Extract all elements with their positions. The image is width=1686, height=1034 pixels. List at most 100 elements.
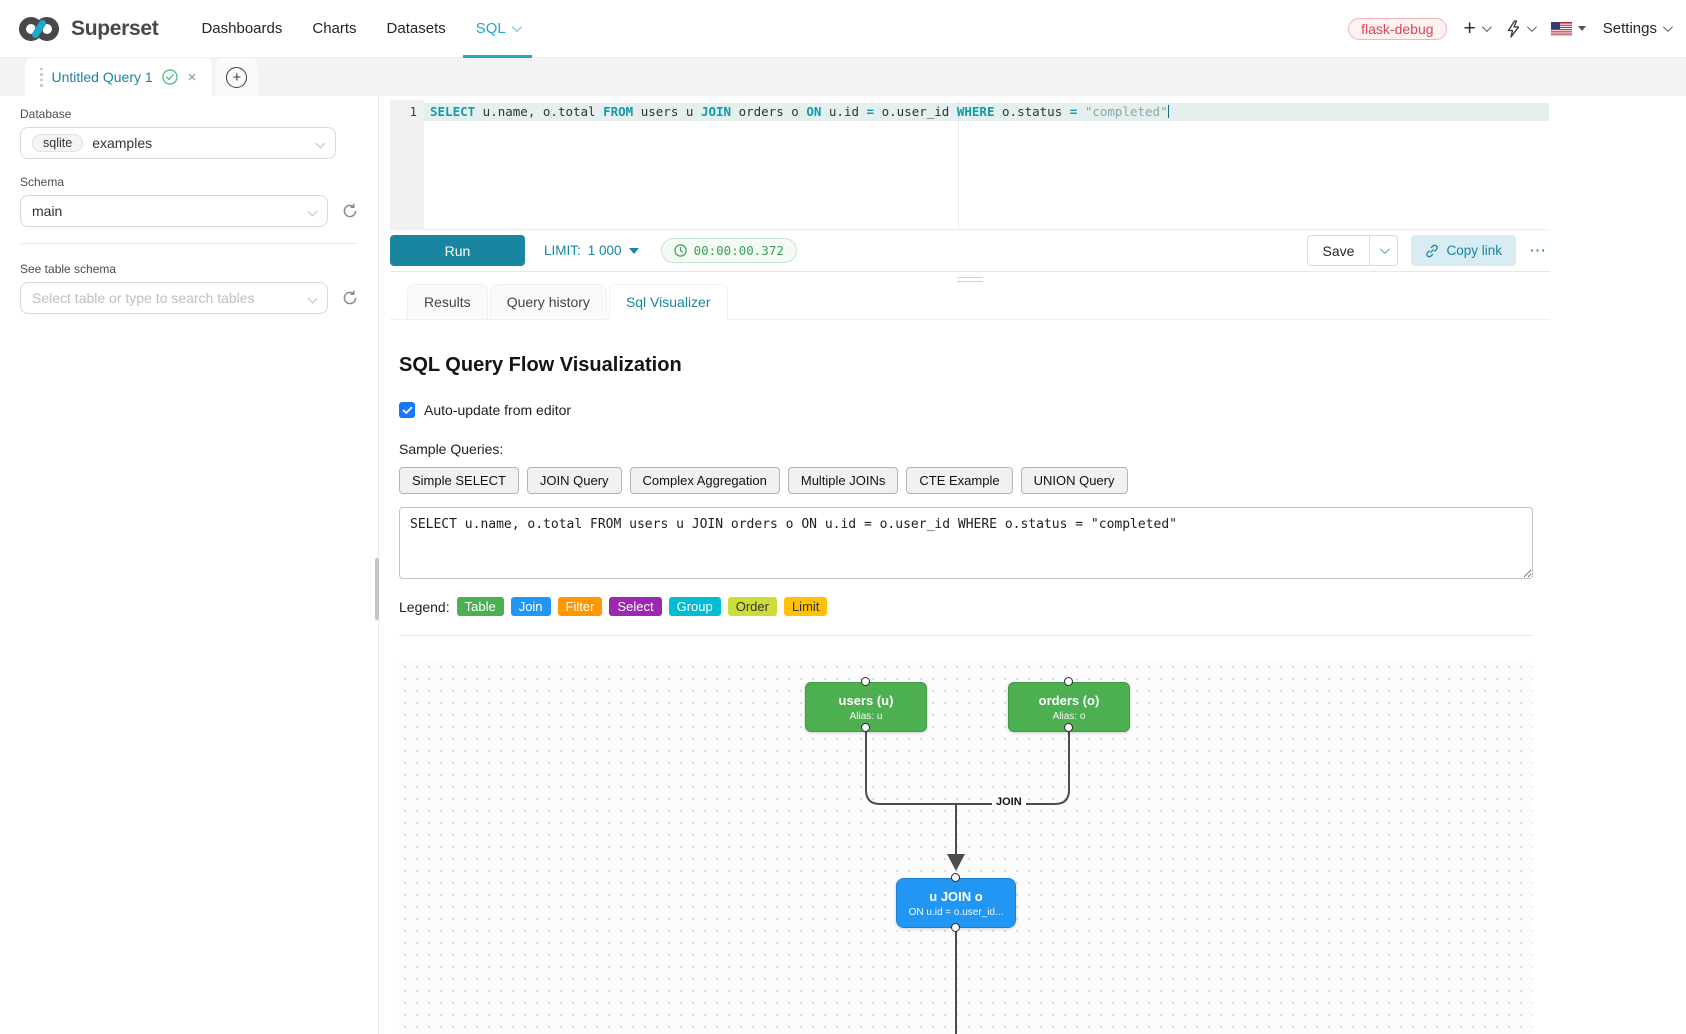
sql-editor[interactable]: 1 SELECT u.name, o.total FROM users u JO… [390, 100, 1550, 230]
sql-token: users u [633, 104, 701, 119]
brand-name: Superset [71, 16, 159, 40]
legend-badge-group: Group [668, 597, 721, 616]
settings-menu[interactable]: Settings [1603, 20, 1673, 37]
editor-code-area[interactable]: SELECT u.name, o.total FROM users u JOIN… [424, 100, 1550, 229]
sample-query-join-query[interactable]: JOIN Query [526, 467, 622, 494]
save-button[interactable]: Save [1306, 235, 1371, 266]
sql-code-line: SELECT u.name, o.total FROM users u JOIN… [424, 103, 1550, 121]
limit-dropdown[interactable]: LIMIT: 1 000 [544, 243, 639, 258]
clock-icon [673, 244, 687, 257]
nav-item-dashboards[interactable]: Dashboards [186, 0, 297, 58]
chevron-down-icon [1526, 22, 1537, 33]
plus-circle-icon: + [226, 66, 248, 88]
nav-item-sql[interactable]: SQL [461, 0, 534, 58]
nav-item-charts[interactable]: Charts [297, 0, 371, 58]
chevron-down-icon [1662, 22, 1673, 33]
line-number: 1 [409, 104, 417, 119]
node-subtitle: Alias: o [1052, 710, 1086, 722]
nav-item-datasets[interactable]: Datasets [372, 0, 461, 58]
resize-grip[interactable] [957, 277, 983, 282]
panel-divider [399, 635, 1533, 636]
node-handle[interactable] [1064, 677, 1073, 686]
superset-brand[interactable]: Superset [16, 14, 159, 44]
sql-token: FROM [603, 104, 634, 119]
copy-link-label: Copy link [1446, 243, 1502, 258]
checkbox-checked-icon[interactable] [399, 402, 415, 418]
sql-token: ON [806, 104, 822, 119]
sample-query-complex-aggregation[interactable]: Complex Aggregation [629, 467, 780, 494]
node-handle[interactable] [861, 723, 870, 732]
scrollbar-thumb[interactable] [375, 558, 379, 620]
table-select[interactable]: Select table or type to search tables [20, 282, 328, 314]
join-node[interactable]: u JOIN o ON u.id = o.user_id... [896, 878, 1016, 928]
drag-handle-icon[interactable] [40, 67, 43, 87]
database-select[interactable]: sqlite examples [20, 127, 336, 159]
chevron-down-icon [511, 22, 522, 33]
sample-query-cte-example[interactable]: CTE Example [906, 467, 1013, 494]
node-handle[interactable] [861, 677, 870, 686]
sample-query-union-query[interactable]: UNION Query [1020, 467, 1128, 494]
sqllab-main-pane: 1 SELECT u.name, o.total FROM users u JO… [390, 96, 1550, 1034]
refresh-schemas-button[interactable] [342, 203, 358, 219]
environment-badge: flask-debug [1348, 17, 1447, 40]
auto-update-toggle[interactable]: Auto-update from editor [399, 402, 1533, 418]
nav-item-label: Charts [312, 20, 357, 37]
database-value: examples [92, 135, 153, 151]
database-engine-badge: sqlite [32, 134, 84, 152]
new-item-button[interactable]: + [1464, 18, 1492, 39]
legend-badge-join: Join [510, 597, 551, 616]
node-title: u JOIN o [929, 888, 983, 904]
chevron-down-icon [307, 206, 318, 217]
schema-label: Schema [20, 175, 65, 189]
editor-gutter: 1 [390, 100, 424, 229]
run-button[interactable]: Run [390, 235, 525, 266]
query-tab-strip: Untitled Query 1 × + [0, 58, 1686, 96]
node-handle[interactable] [951, 923, 960, 932]
node-handle[interactable] [951, 873, 960, 882]
database-label: Database [20, 107, 72, 121]
sql-input-textarea[interactable]: SELECT u.name, o.total FROM users u JOIN… [399, 507, 1533, 579]
legend-label: Legend: [399, 598, 450, 615]
editor-toolbar: Run LIMIT: 1 000 00:00:00.372 Save [390, 230, 1550, 272]
flow-edges [865, 732, 1070, 1034]
schema-select[interactable]: main [20, 195, 328, 227]
text-cursor [1167, 105, 1170, 118]
sample-query-multiple-joins[interactable]: Multiple JOINs [787, 467, 899, 494]
add-query-tab-button[interactable]: + [215, 58, 259, 96]
legend-badge-order: Order [727, 597, 777, 616]
sample-query-simple-select[interactable]: Simple SELECT [399, 467, 519, 494]
auto-update-label: Auto-update from editor [424, 402, 572, 418]
query-tab-title: Untitled Query 1 [51, 69, 153, 85]
arrowhead-icon [947, 854, 965, 871]
tab-results[interactable]: Results [407, 284, 488, 320]
refresh-tables-button[interactable] [342, 290, 358, 306]
sample-queries-label: Sample Queries: [399, 441, 504, 457]
us-flag-icon [1550, 21, 1572, 36]
node-handle[interactable] [1064, 723, 1073, 732]
sql-token: orders o [731, 104, 807, 119]
table-select-placeholder: Select table or type to search tables [32, 290, 255, 306]
sql-token [1077, 104, 1085, 119]
query-flow-canvas[interactable]: users (u) Alias: u orders (o) Alias: o u… [399, 661, 1533, 1034]
tab-sql-visualizer[interactable]: Sql Visualizer [608, 284, 728, 320]
chevron-down-icon [307, 293, 318, 304]
tab-query-history[interactable]: Query history [489, 284, 607, 320]
schema-value: main [32, 203, 63, 219]
sql-token: o.status [994, 104, 1070, 119]
language-picker[interactable] [1550, 21, 1586, 36]
more-options-button[interactable]: ⋯ [1529, 241, 1547, 260]
query-tab[interactable]: Untitled Query 1 × [25, 58, 213, 96]
save-options-button[interactable] [1370, 235, 1399, 266]
sidebar-divider [20, 243, 358, 244]
sql-visualizer-panel: SQL Query Flow Visualization Auto-update… [390, 320, 1550, 1034]
limit-value: 1 000 [587, 243, 622, 258]
sql-token: JOIN [700, 104, 732, 119]
close-tab-icon[interactable]: × [187, 68, 197, 86]
sql-token: WHERE [956, 104, 995, 119]
copy-link-button[interactable]: Copy link [1411, 235, 1516, 266]
query-search-button[interactable] [1506, 19, 1537, 38]
legend-badge-table: Table [456, 597, 504, 616]
